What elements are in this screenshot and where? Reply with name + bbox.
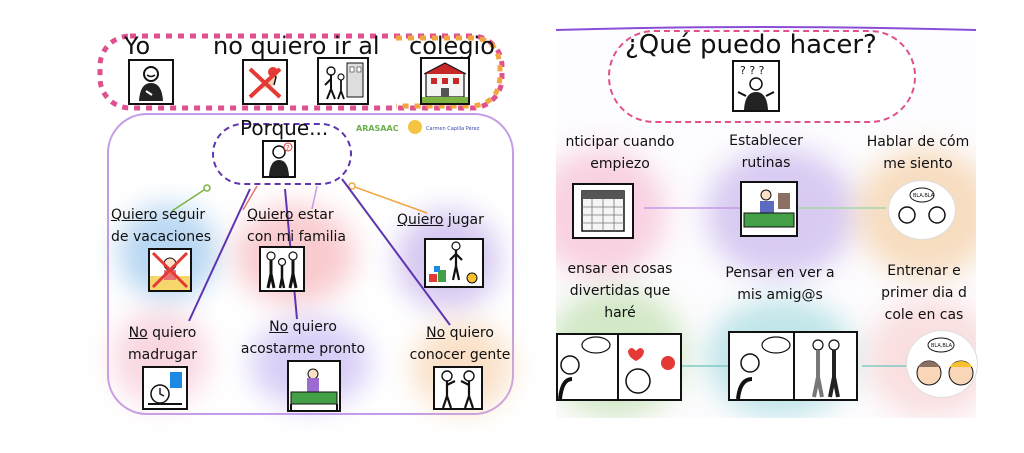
- routines-pictogram: [740, 181, 798, 237]
- bed-routine-icon: [743, 189, 795, 228]
- vacation-pictogram: [148, 248, 192, 292]
- want-rest: seguir: [157, 207, 206, 223]
- word-yo: Yo: [124, 32, 151, 60]
- tip-anticipate-text: nticipar cuando empiezo: [556, 131, 684, 175]
- alarm-bed-icon: [148, 372, 182, 405]
- dont-sleep-early-text: No quiero acostarme pronto: [233, 316, 373, 360]
- tip-line: Hablar de cóm: [866, 134, 970, 150]
- me-pictogram: [128, 59, 174, 105]
- dont-wake-early-text: No quiero madrugar: [128, 322, 197, 366]
- go-to-bed-pictogram: [287, 360, 341, 412]
- dont-want-pictogram: [242, 59, 288, 105]
- dont-rest: quiero: [288, 319, 337, 335]
- school-pictogram: [420, 57, 470, 105]
- walking-people-icon: [324, 62, 364, 100]
- dont-verb: No: [128, 325, 148, 341]
- tip-line: empiezo: [590, 156, 650, 172]
- go-to-pictogram: [317, 57, 369, 105]
- dont-verb: No: [269, 319, 289, 335]
- confused-person-icon: ? ? ?: [737, 64, 775, 110]
- want-rest: estar: [293, 207, 334, 223]
- wake-early-pictogram: [142, 366, 188, 410]
- dont-verb: No: [426, 325, 446, 341]
- svg-text:? ? ?: ? ? ?: [740, 64, 765, 77]
- talk-pictogram: BLA,BLA: [888, 180, 956, 240]
- thinking-heart-icon: [558, 335, 675, 400]
- want-verb: Quiero: [247, 207, 294, 223]
- tip-line: rutinas: [741, 155, 791, 171]
- dont-rest: quiero: [147, 325, 197, 341]
- sentence-frame: [97, 33, 505, 111]
- tip-line: primer dia d: [881, 285, 967, 301]
- want-vacation-text: Quiero seguir de vacaciones: [111, 204, 211, 248]
- want-line2: de vacaciones: [111, 229, 212, 245]
- calendar-icon: [581, 190, 625, 232]
- tip-line: nticipar cuando: [565, 134, 675, 150]
- question-title: ¿Qué puedo hacer?: [625, 30, 877, 60]
- beach-crossed-icon: [150, 251, 190, 290]
- tip-line: cole en cas: [884, 307, 964, 323]
- speech-bubble-text: BLA,BLA: [913, 193, 935, 199]
- want-rest: jugar: [443, 212, 484, 228]
- credit-block: ARASAAC Carmen Capilla Pérez: [356, 120, 496, 140]
- tip-practice-text: Entrenar e primer dia d cole en cas: [872, 260, 976, 326]
- word-no-quiero-ir-al: no quiero ir al: [213, 32, 380, 60]
- want-verb: Quiero: [111, 207, 158, 223]
- thinking-person-icon: ?: [269, 142, 293, 176]
- because-title: Porque...: [240, 116, 329, 140]
- svg-text:?: ?: [286, 144, 290, 152]
- friends-pictogram: [728, 331, 858, 401]
- tip-line: mis amig@s: [737, 287, 823, 303]
- conversation-icon: BLA,BLA: [916, 337, 974, 386]
- dont-meet-people-text: No quiero conocer gente: [406, 322, 514, 366]
- think-pictogram: ?: [262, 140, 296, 178]
- want-play-text: Quiero jugar: [397, 209, 484, 231]
- want-verb: Quiero: [397, 212, 444, 228]
- reasons-panel: [107, 113, 514, 415]
- author-name: Carmen Capilla Pérez: [426, 126, 480, 132]
- speech-bubble-text: BLA,BLA: [931, 343, 953, 349]
- tip-line: Establecer: [729, 133, 803, 149]
- greeting-people-icon: [441, 370, 475, 409]
- play-pictogram: [424, 238, 484, 288]
- tip-line: me siento: [883, 156, 953, 172]
- tip-line: Entrenar e: [887, 263, 961, 279]
- school-building-icon: [422, 62, 468, 103]
- tip-routines-text: Establecer rutinas: [706, 130, 826, 174]
- calendar-pictogram: [572, 183, 634, 239]
- word-colegio: colegio: [409, 32, 495, 60]
- want-line2: con mi familia: [247, 229, 346, 245]
- tip-line: haré: [604, 305, 636, 321]
- practice-pictogram: BLA,BLA: [906, 330, 978, 398]
- family-pictogram: [259, 246, 305, 292]
- tip-line: ensar en cosas: [567, 261, 673, 277]
- tip-connector-lines: [644, 207, 908, 367]
- dont-line2: conocer gente: [409, 347, 511, 363]
- tip-feelings-text: Hablar de cóm me siento: [860, 131, 976, 175]
- hand-crossed-icon: [248, 67, 282, 99]
- person-icon: [139, 66, 163, 101]
- meet-people-pictogram: [433, 366, 483, 410]
- tip-friends-text: Pensar en ver a mis amig@s: [712, 262, 848, 306]
- dont-rest: quiero: [445, 325, 494, 341]
- tip-line: Pensar en ver a: [725, 265, 835, 281]
- fun-thoughts-pictogram: [556, 333, 682, 401]
- author-logo-icon: [408, 120, 422, 134]
- dont-line2: acostarme pronto: [240, 341, 366, 357]
- want-family-text: Quiero estar con mi familia: [247, 204, 346, 248]
- tip-fun-things-text: ensar en cosas divertidas que haré: [556, 258, 684, 324]
- toys-icon: [429, 241, 478, 284]
- question-pictogram: ? ? ?: [732, 60, 780, 112]
- think-of-friends-icon: [736, 333, 840, 400]
- family-icon: [266, 251, 298, 289]
- talking-people-icon: BLA,BLA: [898, 187, 946, 224]
- arasaac-logo: ARASAAC: [356, 124, 399, 133]
- top-border-line: [556, 26, 976, 31]
- tip-line: divertidas que: [569, 283, 671, 299]
- because-bubble: [212, 123, 352, 185]
- bed-icon: [290, 368, 338, 410]
- dont-line2: madrugar: [128, 347, 197, 363]
